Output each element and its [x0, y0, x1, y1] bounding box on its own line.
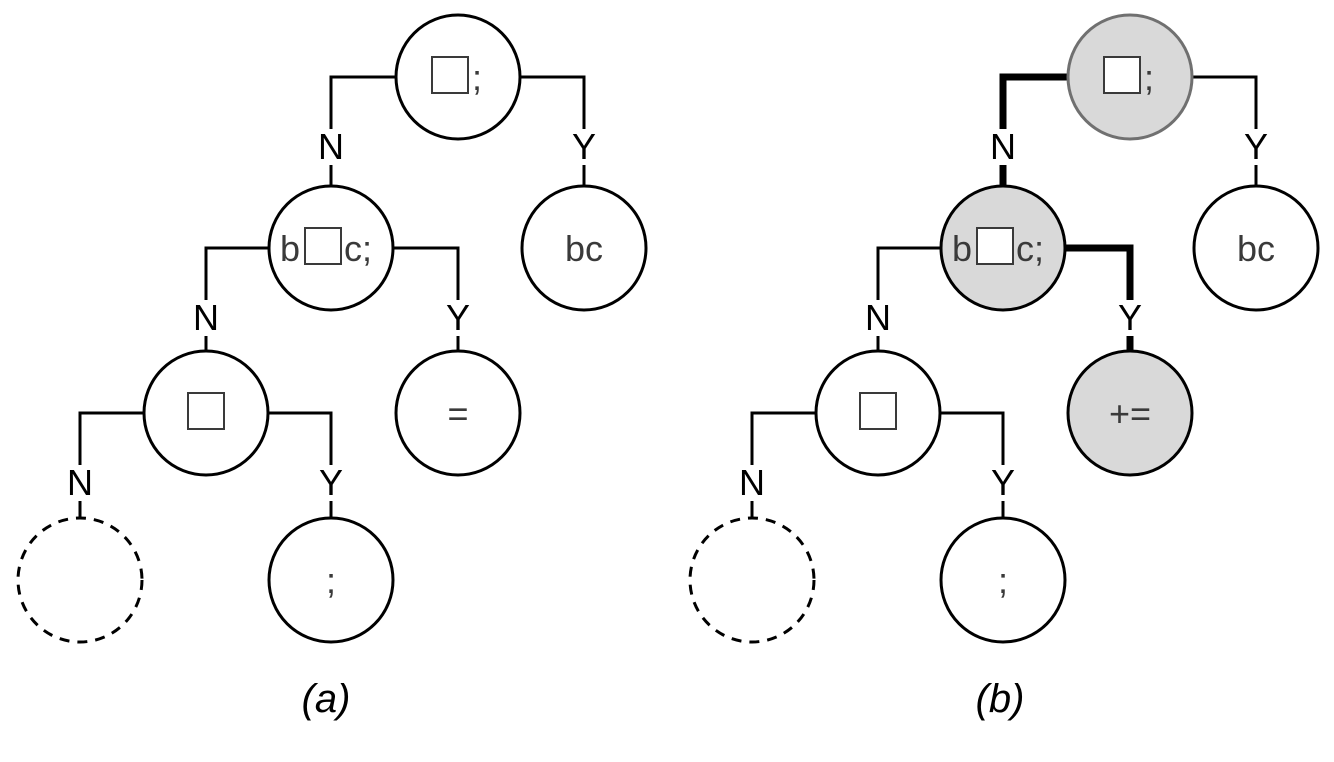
edge-root-n1 [999, 73, 1068, 129]
branch-label: Y [1244, 126, 1268, 167]
hole-box-icon [976, 227, 1014, 265]
branch-label: Y [446, 297, 470, 338]
branch-label: N [193, 297, 219, 338]
edge-n1-y2 [393, 246, 460, 300]
node-n3 [16, 516, 144, 644]
node-n3 [688, 516, 816, 644]
edge-n1-n2 [204, 246, 269, 300]
node-label: ; [326, 560, 336, 601]
panel-caption: (b) [976, 677, 1025, 721]
edge-n2-y3 [940, 411, 1005, 465]
hole-box-icon [1103, 56, 1141, 94]
branch-label: Y [319, 462, 343, 503]
node-y2 [1066, 349, 1194, 477]
node-label: bc [565, 228, 603, 269]
branch-label: Y [1118, 297, 1142, 338]
edge-n1-y2 [1065, 244, 1134, 300]
node-label: c; [1016, 228, 1044, 269]
node-label: bc [1237, 228, 1275, 269]
node-label: ; [472, 57, 482, 98]
edge-root-y1 [520, 75, 586, 129]
edge-n2-y3 [268, 411, 333, 465]
node-label: ; [998, 560, 1008, 601]
node-y3 [267, 516, 395, 644]
branch-label: N [865, 297, 891, 338]
branch-label: N [990, 126, 1016, 167]
node-label-prefix: b [280, 228, 300, 269]
edge-n2-n3 [78, 411, 144, 465]
hole-box-icon [304, 227, 342, 265]
node-label: ; [1144, 57, 1154, 98]
node-label: c; [344, 228, 372, 269]
panel-caption: (a) [302, 677, 351, 721]
branch-label: N [67, 462, 93, 503]
hole-box-icon [859, 392, 897, 430]
node-label: = [447, 393, 468, 434]
edge-root-n1 [329, 75, 396, 129]
node-label-prefix: b [952, 228, 972, 269]
branch-label: Y [991, 462, 1015, 503]
node-y2 [394, 349, 522, 477]
hole-box-icon [431, 56, 469, 94]
node-y3 [939, 516, 1067, 644]
node-label: += [1109, 393, 1151, 434]
branch-label: N [318, 126, 344, 167]
node-y1 [520, 184, 648, 312]
panel-a: N Y N Y N Y; b c; bc =; (a) [16, 13, 648, 721]
panel-b: N Y N Y N Y; b c; bc +=; (b) [688, 13, 1320, 721]
edge-n2-n3 [750, 411, 816, 465]
branch-label: N [739, 462, 765, 503]
hole-box-icon [187, 392, 225, 430]
edge-root-y1 [1192, 75, 1258, 129]
node-y1 [1192, 184, 1320, 312]
branch-label: Y [572, 126, 596, 167]
edge-n1-n2 [876, 246, 941, 300]
